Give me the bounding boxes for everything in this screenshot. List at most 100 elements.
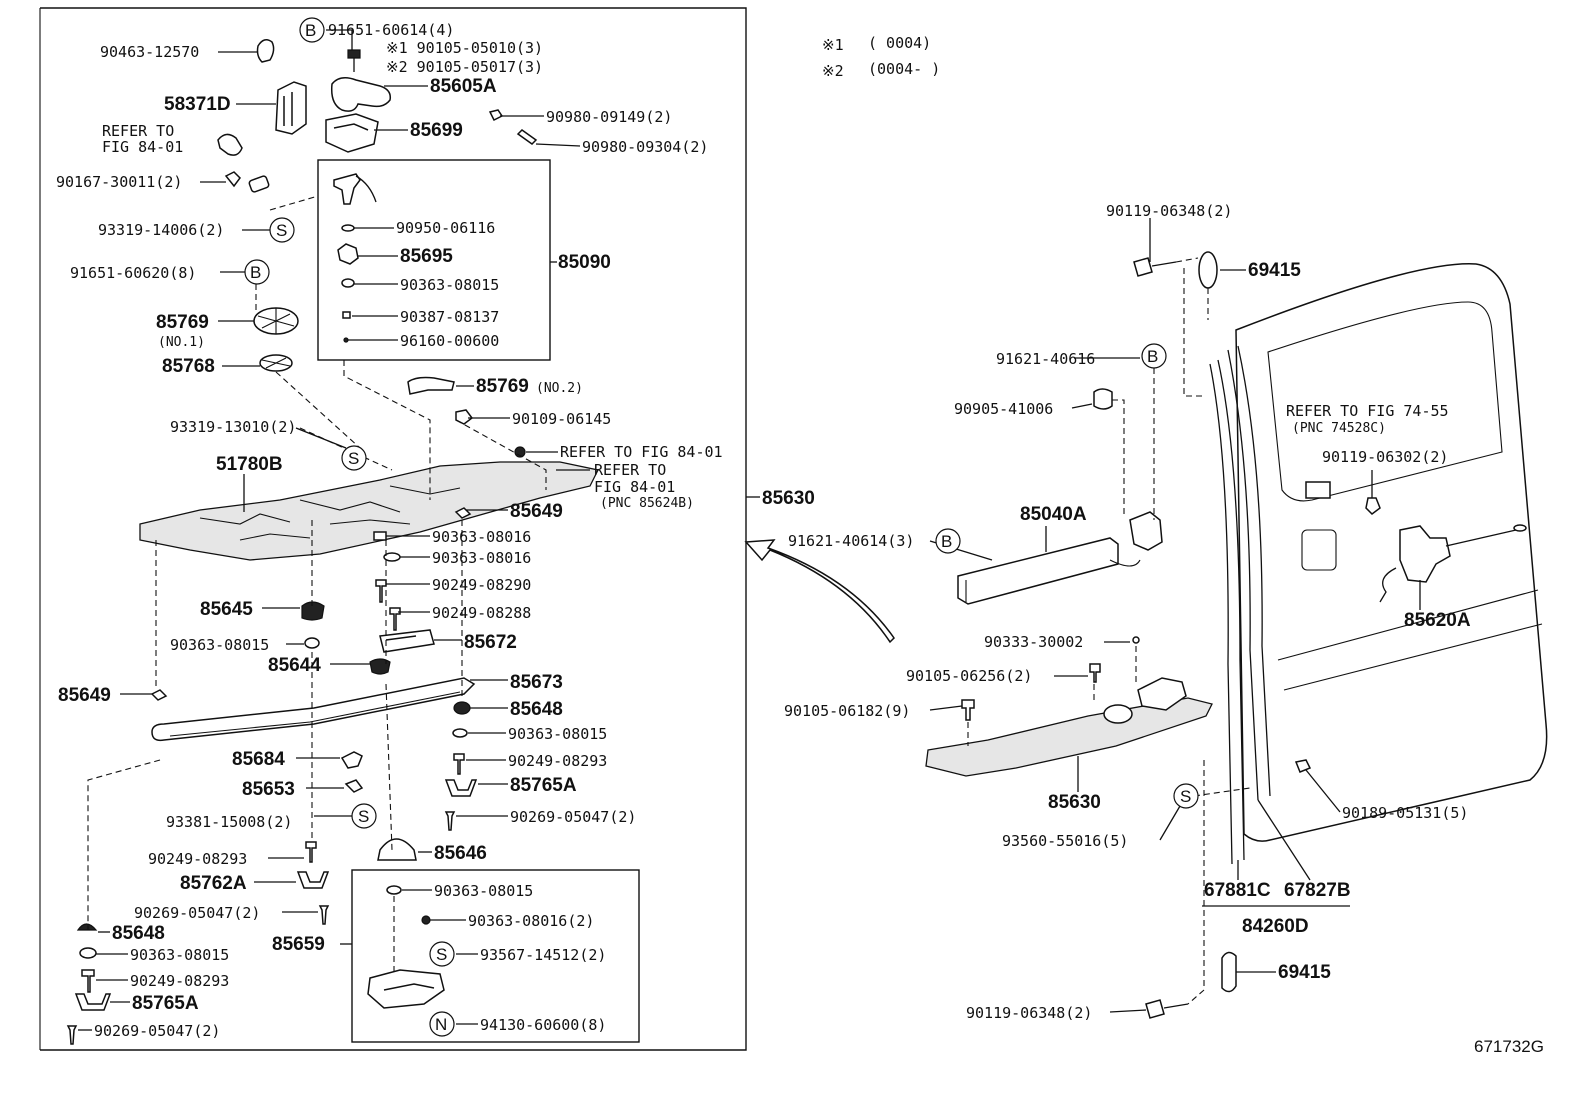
leader-l7 — [535, 143, 581, 147]
label-85659: 85659 — [272, 934, 325, 955]
label-93567-14512: 93567-14512(2) — [480, 946, 606, 964]
latch-85040a — [1129, 511, 1163, 551]
nut-90109-06145 — [455, 409, 474, 425]
label-90980-09304: 90980-09304(2) — [582, 138, 708, 156]
label-67827b: 67827B — [1284, 880, 1351, 901]
note-2: ※2 (0004- ) — [822, 60, 940, 80]
label-90905-41006: 90905-41006 — [954, 400, 1053, 418]
label-90105-06256: 90105-06256(2) — [906, 667, 1032, 685]
leader-r19 — [1109, 1009, 1147, 1013]
label-90269-05047-c: 90269-05047(2) — [94, 1022, 220, 1040]
washer-90363-08015-b — [304, 637, 320, 649]
washer-90363-08016-a — [373, 531, 387, 541]
clip-90980-09304 — [516, 129, 538, 145]
leader-r4 — [1071, 403, 1093, 409]
bolt-90249-08293-c — [81, 969, 95, 993]
label-67881c: 67881C — [1204, 880, 1271, 901]
base-plate-51780b-detail — [199, 485, 461, 541]
bolt-90119-06302 — [1365, 497, 1381, 515]
screw-90269-05047-b — [318, 905, 330, 925]
label-refer-74-55-line2: (PNC 74528C) — [1292, 421, 1386, 436]
label-90363-08015-e: 90363-08015 — [130, 946, 229, 964]
assembly-line-r4 — [1093, 646, 1137, 704]
label-91621-40614: 91621-40614(3) — [788, 532, 914, 550]
symbol-s-2: S — [341, 445, 367, 471]
washer-90950-06116 — [341, 224, 355, 232]
label-90119-06302: 90119-06302(2) — [1322, 448, 1448, 466]
label-90363-08015-b: 90363-08015 — [170, 636, 269, 654]
label-85684: 85684 — [232, 749, 285, 770]
label-85649-a: 85649 — [510, 501, 563, 522]
label-85672: 85672 — [464, 632, 517, 653]
clip-90980-09149 — [488, 109, 504, 122]
label-90249-08293-c: 90249-08293 — [130, 972, 229, 990]
latch-85040a-wire — [1109, 559, 1141, 567]
motor-85605a — [330, 77, 392, 112]
plate-69415-b — [1221, 951, 1237, 993]
label-85768: 85768 — [162, 356, 215, 377]
note-1-mark: ※1 — [822, 36, 844, 54]
refer-clip-84-01 — [217, 133, 243, 156]
label-69415-a: 69415 — [1248, 260, 1301, 281]
rail-85673-inner — [169, 691, 461, 737]
label-90167-30011: 90167-30011(2) — [56, 173, 182, 191]
label-90105-06182: 90105-06182(9) — [784, 702, 910, 720]
label-refer-84-01-b: REFER TO FIG 84-01 — [560, 443, 723, 461]
symbol-b-2-text: B — [250, 263, 261, 282]
bracket-85653 — [344, 779, 364, 793]
label-85769-no2-qualifier: (NO.2) — [536, 381, 583, 396]
washer-90363-08016-c — [421, 915, 431, 925]
cushion-90905-41006 — [1093, 388, 1113, 410]
bracket-85699 — [325, 113, 379, 153]
label-85699: 85699 — [410, 120, 463, 141]
symbol-b-1-text: B — [305, 21, 316, 40]
clip-90189-05131 — [1294, 759, 1312, 773]
label-51780b: 51780B — [216, 454, 283, 475]
strip-67827b — [1227, 345, 1271, 801]
roller-85645 — [301, 601, 325, 621]
rail-85673 — [151, 677, 476, 742]
label-93560-55016: 93560-55016(5) — [1002, 832, 1128, 850]
label-90363-08015-c: 90363-08015 — [508, 725, 607, 743]
door-window — [1267, 301, 1503, 502]
label-85648-b: 85648 — [112, 923, 165, 944]
label-refer-84-01-a-line2: FIG 84-01 — [102, 138, 183, 156]
label-90249-08293-b: 90249-08293 — [148, 850, 247, 868]
leader-r16 — [1257, 799, 1311, 881]
plate-69415-a — [1198, 251, 1218, 289]
symbol-b-1: B — [299, 17, 325, 43]
washer-90363-08015-a — [341, 278, 355, 288]
label-90249-08293-a: 90249-08293 — [508, 752, 607, 770]
pin-90387-08137 — [342, 311, 351, 319]
bracket-85684 — [340, 751, 363, 769]
lock-85620a — [1399, 525, 1451, 583]
diagram-id: 671732G — [1474, 1037, 1544, 1056]
assembly-line-5 — [87, 540, 161, 930]
assembly-line-3 — [275, 371, 361, 449]
pin-90333-30002 — [1132, 636, 1140, 644]
leader-r11 — [929, 705, 963, 711]
label-90363-08016-a: 90363-08016 — [432, 528, 531, 546]
cap-85648-b — [76, 923, 98, 931]
label-85605a: 85605A — [430, 76, 497, 97]
washer-90363-08015-d — [386, 885, 402, 895]
label-93319-13010: 93319-13010(2) — [170, 418, 296, 436]
bolt-90249-08293-a — [453, 753, 465, 775]
label-90363-08015-d: 90363-08015 — [434, 882, 533, 900]
label-90249-08290: 90249-08290 — [432, 576, 531, 594]
bolt-90249-08290 — [375, 579, 387, 603]
lock-85620a-rod-end — [1513, 524, 1527, 532]
label-94130-60600: 94130-60600(8) — [480, 1016, 606, 1034]
assembly-frame — [40, 7, 747, 1051]
leader-l2 — [326, 29, 353, 50]
bolt-91651-60614 — [347, 49, 361, 59]
assembly-line-4 — [343, 360, 431, 500]
label-91621-40616: 91621-40616 — [996, 350, 1095, 368]
slider-85672 — [379, 629, 435, 653]
assembly-line-r2 — [1112, 399, 1125, 516]
assembly-85630-gear — [1103, 704, 1133, 724]
symbol-s-1-text: S — [276, 221, 287, 240]
rivet-90167-30011 — [224, 171, 241, 188]
label-refer-84-01-c-line2: FIG 84-01 — [594, 478, 675, 496]
